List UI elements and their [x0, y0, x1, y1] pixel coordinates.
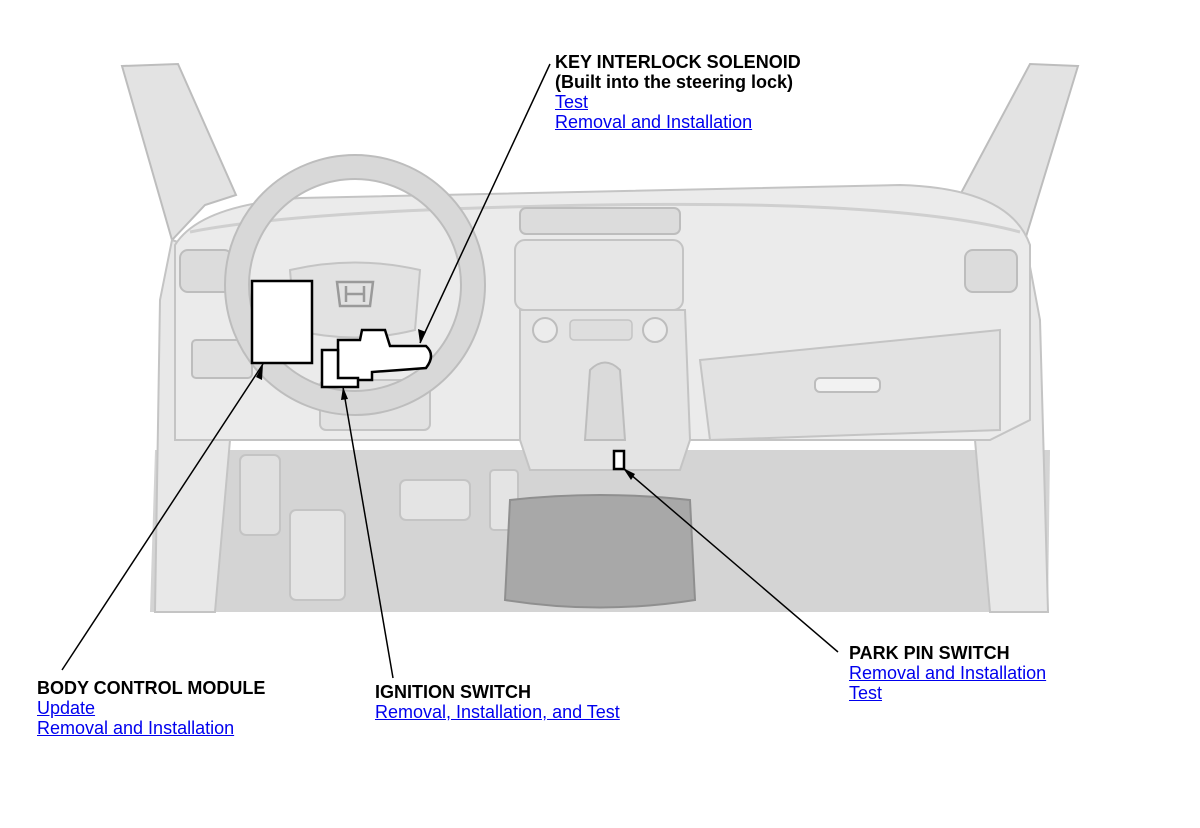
- center-top-vent: [519, 207, 681, 235]
- right-side-vent: [964, 249, 1018, 293]
- body-control-title: BODY CONTROL MODULE: [37, 678, 266, 698]
- key-interlock-title: KEY INTERLOCK SOLENOID: [555, 52, 801, 72]
- park-pin-title: PARK PIN SWITCH: [849, 643, 1010, 663]
- body-control-update-link[interactable]: Update: [37, 698, 96, 718]
- ignition-removal-test-link[interactable]: Removal, Installation, and Test: [375, 702, 620, 722]
- lower-left-panel: [239, 454, 281, 536]
- callout-key-interlock-solenoid: KEY INTERLOCK SOLENOID (Built into the s…: [555, 52, 801, 132]
- arrow-key-interlock: [418, 329, 426, 343]
- brake-pedal: [399, 479, 471, 521]
- left-a-pillar: [120, 62, 238, 242]
- leader-ignition: [342, 386, 394, 679]
- steering-wheel-rim-inner: [248, 178, 462, 392]
- steering-wheel-rim-outline: [224, 154, 486, 416]
- steering-wheel-emblem: [335, 280, 375, 308]
- callout-body-control-module: BODY CONTROL MODULE Update Removal and I…: [37, 678, 265, 738]
- leader-key-interlock: [419, 63, 551, 344]
- callout-ignition-switch: IGNITION SWITCH Removal, Installation, a…: [375, 682, 620, 722]
- steering-wheel-emblem-h: [344, 286, 366, 302]
- key-interlock-removal-link[interactable]: Removal and Installation: [555, 112, 753, 132]
- key-interlock-test-link[interactable]: Test: [555, 92, 589, 112]
- left-hvac-knob: [532, 317, 558, 343]
- left-pedal: [289, 509, 346, 601]
- body-control-module: [250, 279, 314, 365]
- steering-wheel-rim: [225, 155, 485, 415]
- arrow-ignition: [341, 387, 348, 400]
- ignition-switch: [320, 348, 360, 389]
- arrow-park-pin: [623, 468, 635, 480]
- key-interlock-solenoid: [336, 328, 433, 382]
- ignition-title: IGNITION SWITCH: [375, 682, 531, 702]
- callout-park-pin-switch: PARK PIN SWITCH Removal and Installation…: [849, 643, 1046, 703]
- center-display: [514, 239, 684, 311]
- center-armrest: [503, 494, 697, 609]
- right-hvac-knob: [642, 317, 668, 343]
- hvac-panel: [569, 319, 633, 341]
- park-pin-removal-link[interactable]: Removal and Installation: [849, 663, 1047, 683]
- key-interlock-subtitle: (Built into the steering lock): [555, 72, 794, 92]
- steering-wheel-hub: [288, 261, 422, 339]
- park-pin-switch: [612, 449, 626, 471]
- leader-park-pin: [622, 467, 839, 653]
- dash-top-edge: [189, 202, 1021, 234]
- glove-box-handle: [814, 377, 881, 393]
- arrow-body-control: [256, 364, 263, 380]
- leader-body-control: [61, 363, 264, 671]
- body-control-removal-link[interactable]: Removal and Installation: [37, 718, 235, 738]
- park-pin-test-link[interactable]: Test: [849, 683, 883, 703]
- shifter: [583, 361, 627, 441]
